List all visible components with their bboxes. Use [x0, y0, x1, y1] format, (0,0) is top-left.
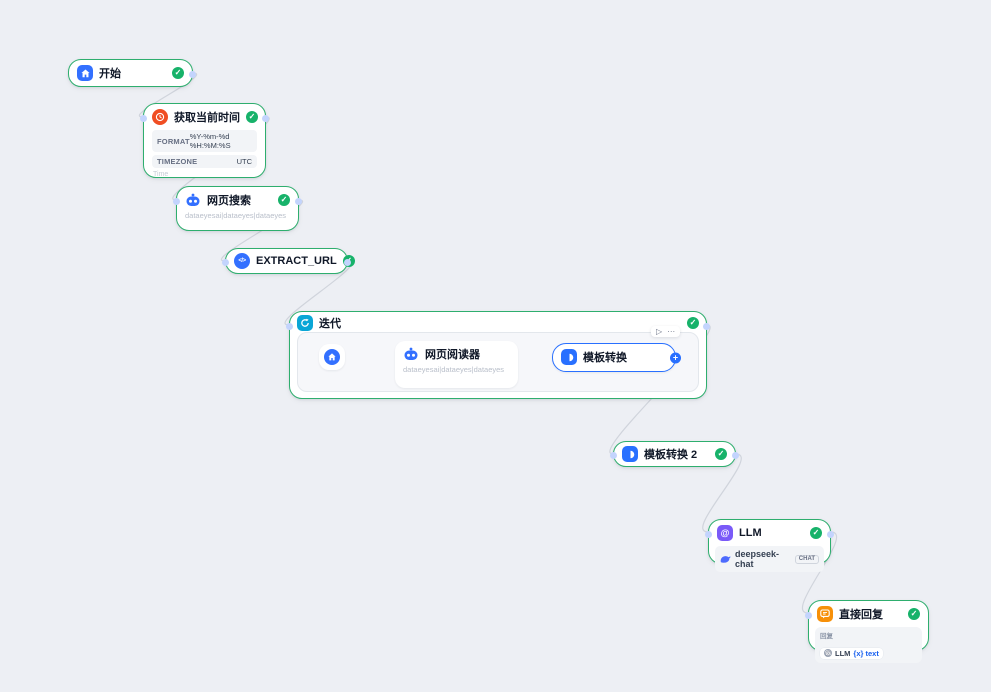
input-handle[interactable] — [222, 259, 229, 266]
clock-icon — [152, 109, 168, 125]
success-check-icon: ✓ — [278, 194, 290, 206]
output-handle[interactable] — [262, 115, 269, 122]
success-check-icon: ✓ — [246, 111, 258, 123]
node-title: 迭代 — [319, 318, 341, 330]
answer-label: 回复 — [820, 633, 833, 640]
node-template-transform-2[interactable]: 模板转换 2 ✓ — [610, 441, 739, 467]
ref-node-name: LLM — [835, 648, 851, 658]
node-llm[interactable]: @ LLM ✓ deepseek-chat CHAT — [705, 519, 834, 572]
add-next-node-button[interactable]: + — [670, 352, 681, 363]
output-handle[interactable] — [189, 71, 196, 78]
robot-icon — [185, 192, 201, 208]
node-title: 网页搜索 — [207, 195, 251, 207]
node-footer-label: Time — [153, 171, 169, 178]
llm-node-icon: @ — [824, 649, 832, 657]
input-handle[interactable] — [286, 323, 293, 330]
run-step-button[interactable]: ▷ — [656, 327, 663, 336]
home-icon — [77, 65, 93, 81]
node-title: 网页阅读器 — [425, 349, 480, 361]
node-subtitle: dataeyesai|dataeyes|dataeyes — [185, 211, 287, 220]
output-handle[interactable] — [703, 323, 710, 330]
robot-icon — [403, 346, 419, 362]
node-extract-url[interactable]: </> EXTRACT_URL ✓ — [222, 248, 355, 274]
more-options-button[interactable]: ··· — [667, 327, 676, 336]
input-handle[interactable] — [173, 198, 180, 205]
param-key: TIMEZONE — [157, 157, 198, 166]
deepseek-logo-icon — [720, 555, 731, 564]
model-selector[interactable]: deepseek-chat CHAT — [715, 546, 824, 572]
template-icon — [622, 446, 638, 462]
node-title: 获取当前时间 — [174, 112, 240, 124]
node-subtitle: dataeyesai|dataeyes|dataeyes — [403, 365, 505, 374]
node-web-reader[interactable]: 网页阅读器 dataeyesai|dataeyes|dataeyes — [395, 341, 518, 388]
node-title: 开始 — [99, 68, 121, 80]
model-type-badge: CHAT — [794, 554, 819, 564]
input-handle[interactable] — [705, 531, 712, 538]
model-name: deepseek-chat — [735, 549, 780, 569]
success-check-icon: ✓ — [715, 448, 727, 460]
param-row-format: FORMAT %Y-%m-%d %H:%M:%S — [152, 130, 257, 152]
param-row-timezone: TIMEZONE UTC — [152, 155, 257, 168]
loop-icon — [297, 315, 313, 331]
answer-body: 回复 @ LLM {x} text — [815, 627, 922, 663]
template-icon — [561, 349, 577, 365]
node-toolbar: ▷ ··· — [651, 326, 681, 337]
output-handle[interactable] — [295, 198, 302, 205]
node-title: 直接回复 — [839, 609, 883, 621]
success-check-icon: ✓ — [908, 608, 920, 620]
code-icon: </> — [234, 253, 250, 269]
reply-icon — [817, 606, 833, 622]
input-handle[interactable] — [805, 612, 812, 619]
ref-variable: {x} text — [853, 648, 879, 658]
edge-template2-to-llm — [702, 453, 742, 533]
node-title: EXTRACT_URL — [256, 255, 337, 267]
node-current-time[interactable]: 获取当前时间 ✓ FORMAT %Y-%m-%d %H:%M:%S TIMEZO… — [140, 103, 269, 178]
node-iteration[interactable]: 迭代 ✓ 网页阅读器 dataeyesai|dataeyes|dataeyes … — [286, 311, 710, 399]
input-handle[interactable] — [140, 115, 147, 122]
node-start[interactable]: 开始 ✓ — [68, 59, 196, 87]
output-handle[interactable] — [344, 259, 351, 266]
output-handle[interactable] — [732, 452, 739, 459]
node-answer[interactable]: 直接回复 ✓ 回复 @ LLM {x} text — [805, 600, 929, 663]
output-handle[interactable] — [827, 531, 834, 538]
node-title: LLM — [739, 527, 762, 539]
success-check-icon: ✓ — [810, 527, 822, 539]
param-key: FORMAT — [157, 136, 190, 146]
iteration-start-node[interactable] — [319, 344, 345, 370]
edge-start-to-time — [139, 72, 197, 118]
node-title: 模板转换 — [583, 352, 627, 364]
success-check-icon: ✓ — [172, 67, 184, 79]
param-value: UTC — [236, 157, 252, 166]
at-icon: @ — [717, 525, 733, 541]
edge-llm-to-answer — [801, 531, 838, 614]
input-handle[interactable] — [610, 452, 617, 459]
node-template-transform[interactable]: 模板转换 + — [552, 343, 681, 372]
variable-reference-chip[interactable]: @ LLM {x} text — [820, 647, 883, 659]
home-icon — [324, 349, 340, 365]
param-value: %Y-%m-%d %H:%M:%S — [189, 132, 231, 150]
node-title: 模板转换 2 — [644, 449, 698, 461]
node-web-search[interactable]: 网页搜索 ✓ dataeyesai|dataeyes|dataeyes — [173, 186, 302, 231]
success-check-icon: ✓ — [687, 317, 699, 329]
